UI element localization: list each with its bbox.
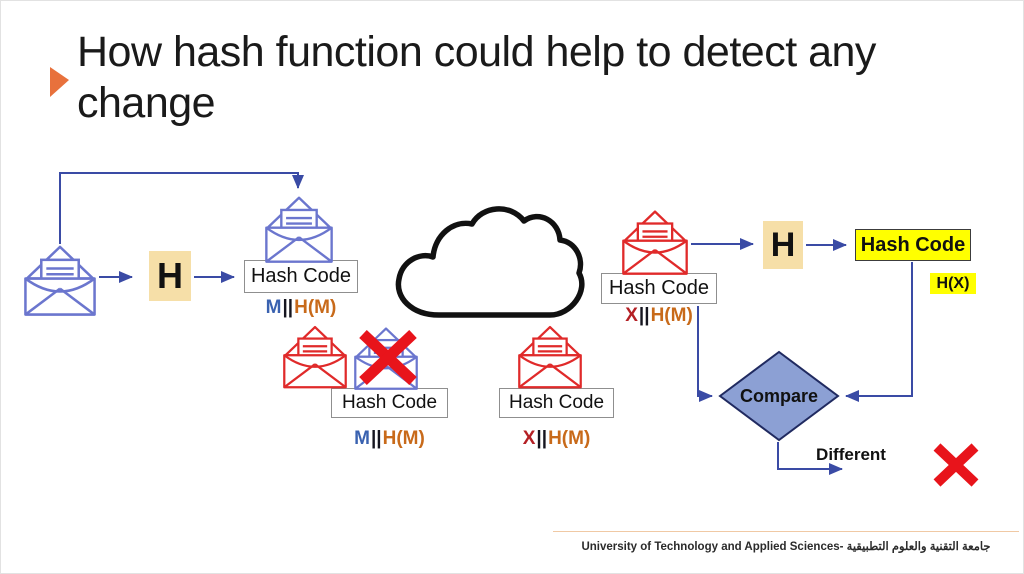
connector-received-hashcode-to-compare — [697, 306, 713, 402]
connector-sender-to-received — [59, 172, 304, 244]
connector-compare-to-different — [777, 442, 843, 475]
slide-title: How hash function could help to detect a… — [77, 28, 876, 127]
concat-pipes: || — [536, 428, 548, 449]
concat-hash-part: H(M) — [650, 305, 693, 326]
concat-label-sender: M||H(M) — [244, 297, 358, 319]
hash-code-box-transit-modified: Hash Code — [499, 388, 614, 418]
compare-diamond — [718, 350, 840, 442]
hash-function-box-receiver: H — [763, 221, 803, 269]
concat-hash-part: H(M) — [382, 428, 425, 449]
cloud-icon — [395, 206, 585, 318]
concat-pipes: || — [370, 428, 382, 449]
compare-label: Compare — [739, 385, 819, 406]
connector-hx-to-compare — [845, 262, 913, 402]
footer-university-name: University of Technology and Applied Sci… — [553, 531, 1019, 553]
concat-pipes: || — [282, 297, 294, 318]
concat-modified-part: X — [625, 305, 638, 326]
concat-pipes: || — [638, 305, 650, 326]
concat-message-part: M — [265, 297, 282, 318]
different-label: Different — [816, 445, 886, 464]
arrow-bullet-icon — [50, 67, 69, 97]
hash-function-box-sender: H — [149, 251, 191, 301]
concat-message-part: M — [354, 428, 370, 449]
concat-modified-part: X — [522, 428, 536, 449]
concat-label-transit-modified: X||H(M) — [499, 428, 614, 450]
hash-code-box-computed: Hash Code — [855, 229, 971, 261]
concat-hash-part: H(M) — [294, 297, 337, 318]
hash-code-box-sender: Hash Code — [244, 260, 358, 293]
hash-code-box-transit-original: Hash Code — [331, 388, 448, 418]
hx-label: H(X) — [930, 273, 976, 294]
concat-label-transit-original: M||H(M) — [331, 428, 448, 450]
concat-hash-part: H(M) — [548, 428, 591, 449]
hash-code-box-received: Hash Code — [601, 273, 717, 304]
concat-label-received: X||H(M) — [601, 305, 717, 327]
